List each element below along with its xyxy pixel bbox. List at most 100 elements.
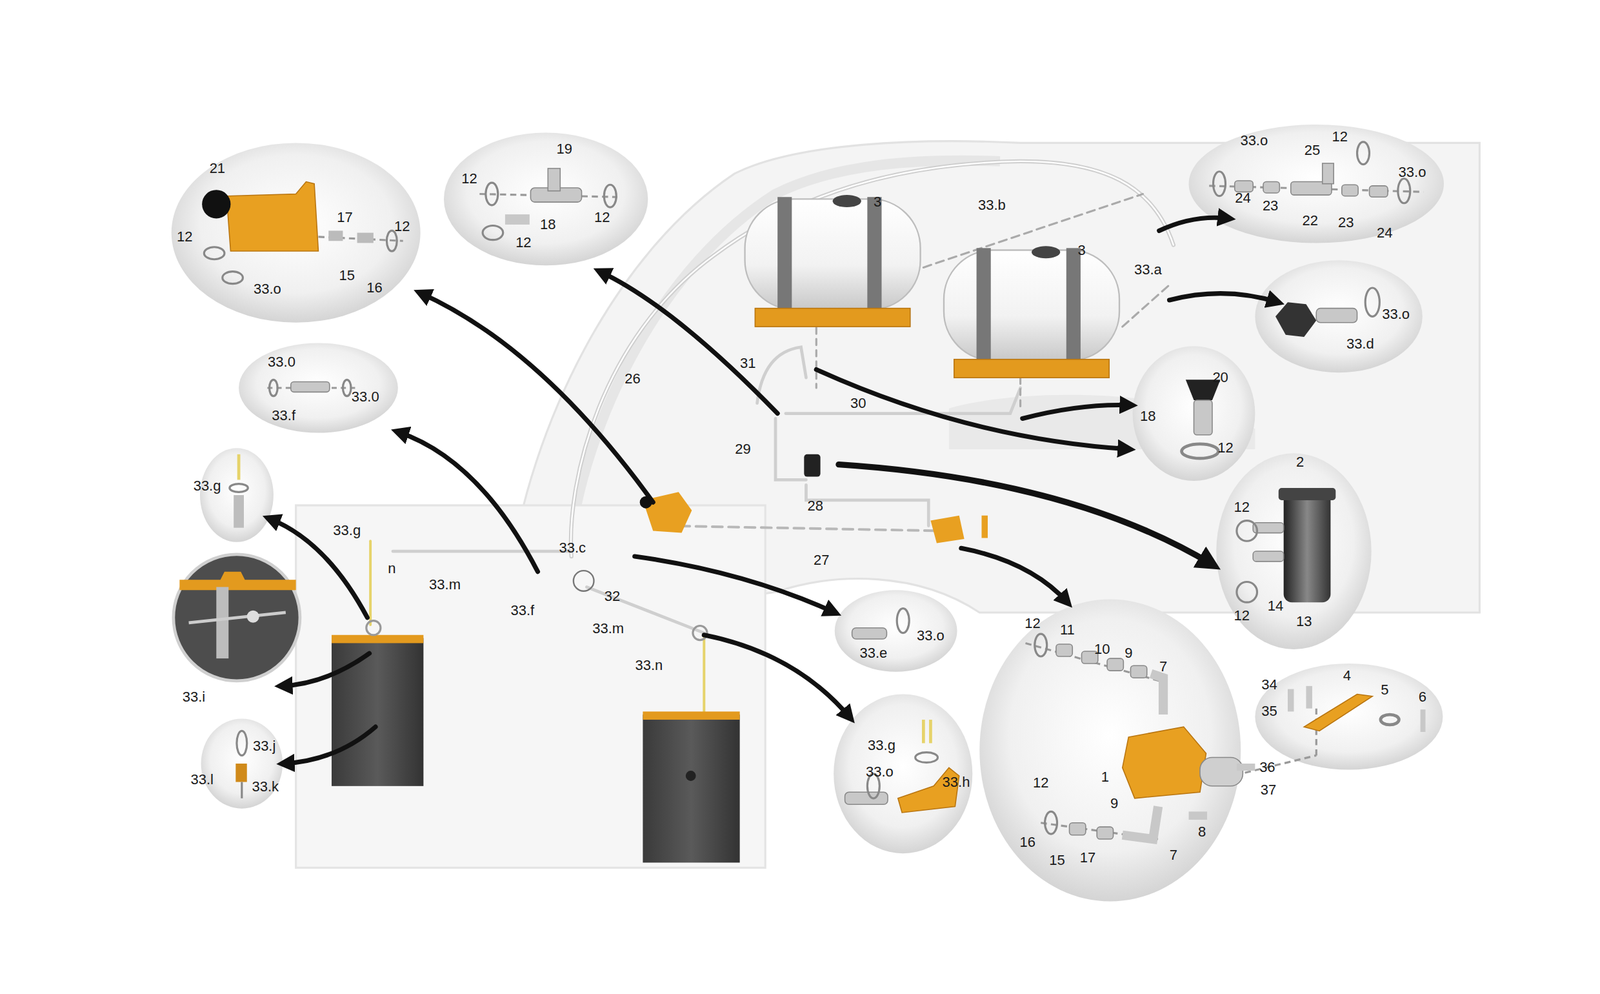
callout-label: 33.0 [350, 388, 381, 406]
hose-lines [1019, 377, 1022, 408]
callout-label: 15 [1047, 851, 1066, 869]
callout-label: 33.c [557, 539, 588, 557]
callout-label: 5 [1379, 681, 1390, 699]
callout-label: 7 [1168, 846, 1179, 864]
callout-label: 33.m [590, 620, 626, 637]
pointer-arrow [269, 518, 368, 617]
pump-assembly [1056, 643, 1073, 657]
hose-lines [785, 387, 1021, 414]
water-tank [976, 247, 991, 362]
callout-label: 33.g [331, 521, 362, 539]
pointer-arrow [1169, 293, 1279, 302]
callout-label: 4 [1341, 667, 1353, 684]
callout-label: 33.f [270, 407, 297, 424]
hose-lines [702, 637, 706, 720]
pointer-arrow [600, 271, 778, 414]
fitting-row [1322, 163, 1334, 184]
pointer-arrow [269, 217, 1279, 764]
rod-part [229, 483, 248, 493]
pump-assembly [1069, 822, 1086, 835]
callout-label: 12 [1031, 774, 1050, 791]
hose-lines [570, 161, 1174, 557]
pump-assembly [1245, 754, 1317, 773]
callout-label: 28 [805, 497, 824, 515]
cap-part [1181, 443, 1219, 459]
tee-fitting [485, 182, 499, 206]
filter-part [1236, 581, 1258, 603]
valve-part [357, 232, 374, 244]
zoom-detail [173, 554, 300, 681]
callout-label: 33.i [181, 688, 207, 706]
callout-label: 9 [1123, 644, 1134, 662]
filter-part [1236, 487, 1336, 602]
callout-label: 12 [514, 234, 533, 251]
callout-label: 12 [1216, 439, 1235, 457]
detail-bubble [443, 132, 648, 266]
filter-part [1252, 550, 1284, 562]
callout-label: 12 [460, 170, 479, 188]
water-tank [954, 359, 1110, 378]
nut-part [1316, 308, 1357, 323]
artwork [171, 124, 1480, 902]
pump-assembly [1189, 810, 1208, 820]
tee-fitting [479, 168, 618, 240]
callout-label: n [386, 560, 397, 577]
pointer-arrow [703, 634, 850, 718]
callout-label: 18 [1138, 407, 1157, 425]
bracket-part [1380, 714, 1399, 725]
hose-lines [805, 484, 929, 526]
fitting-row [1213, 171, 1226, 197]
elbow-part [852, 627, 888, 639]
bracket-part [1236, 763, 1255, 771]
callout-label: 8 [1196, 823, 1208, 840]
cap-part [1193, 400, 1212, 435]
callout-label: 35 [1260, 702, 1279, 720]
callout-label: 33.o [252, 280, 283, 298]
nozzle-part [929, 719, 933, 743]
callout-label: 10 [1092, 640, 1111, 658]
detail-bubble [171, 124, 1444, 902]
pointer-arrow [398, 431, 539, 572]
hose-lines [757, 347, 807, 404]
callout-label: 33.j [251, 737, 277, 755]
pump-assembly [1122, 726, 1207, 799]
callout-label: 34 [1260, 676, 1279, 693]
callout-label: 17 [335, 209, 354, 226]
detail-bubble [171, 142, 421, 322]
pump-assembly [1034, 633, 1048, 657]
nut-part [1275, 301, 1317, 337]
filter-part [1236, 520, 1258, 542]
water-tank [867, 196, 882, 311]
pump-assembly [1107, 658, 1124, 671]
callout-label: 15 [338, 267, 357, 284]
hose-lines [1122, 285, 1169, 327]
water-tank [943, 249, 1120, 360]
water-tank [754, 308, 910, 327]
pointer-arrow [1159, 217, 1230, 231]
rod-part [229, 454, 248, 528]
truck-body [296, 141, 1480, 868]
pump-assembly [1150, 673, 1164, 715]
valve-part [226, 181, 319, 252]
pointer-arrow [281, 652, 370, 686]
hose-lines [392, 549, 572, 553]
callout-label: 33.m [427, 576, 462, 593]
callout-label: 36 [1258, 758, 1277, 776]
mud-flap [685, 770, 697, 781]
callout-label: 19 [554, 140, 573, 158]
callout-label: 11 [1058, 621, 1077, 639]
water-tank [1066, 247, 1081, 362]
valve-part [222, 271, 244, 284]
nozzle-part [921, 719, 926, 743]
callout-label: 33.h [941, 772, 972, 790]
mud-flap [331, 634, 424, 644]
callout-label: 33.g [866, 736, 897, 753]
nozzle-part [845, 719, 960, 813]
nut-part [1365, 287, 1380, 317]
callout-label: 1 [1100, 768, 1111, 786]
callout-label: 33.f [509, 601, 536, 619]
valve-part [328, 230, 343, 241]
callout-label: 33.b [976, 196, 1008, 214]
zoom-detail [179, 571, 296, 590]
